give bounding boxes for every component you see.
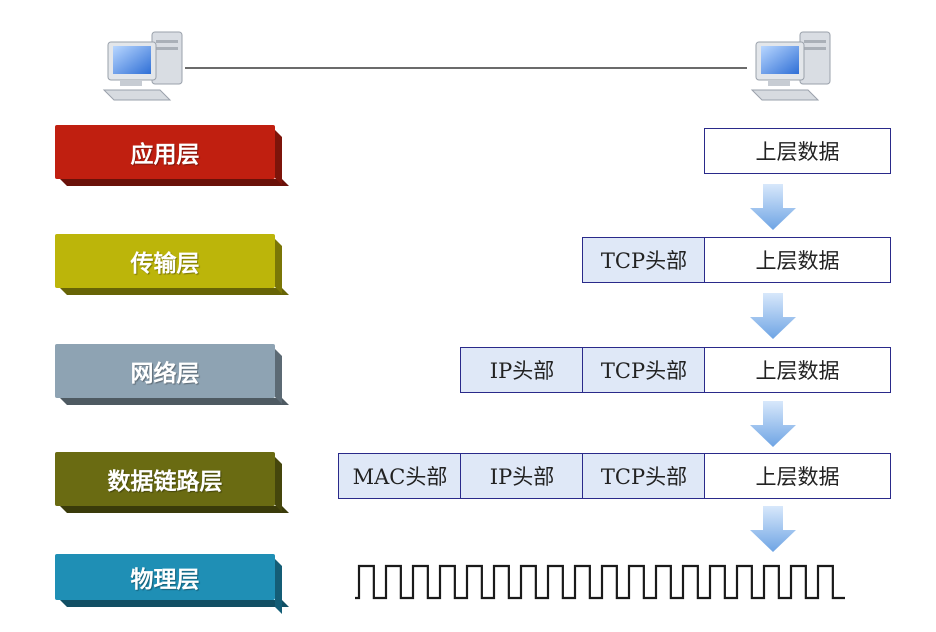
physical-signal-waveform <box>355 564 845 600</box>
ip-header-label: IP头部 <box>489 359 555 383</box>
down-arrow-icon <box>750 184 796 230</box>
ip-header-label: IP头部 <box>489 465 555 489</box>
ip-header-box: IP头部 <box>460 347 584 393</box>
layer-network-label: 网络层 <box>130 360 200 387</box>
layer-network: 网络层 <box>55 344 275 398</box>
layer-transport-label: 传输层 <box>130 250 200 277</box>
tcp-header-box: TCP头部 <box>582 453 706 499</box>
upper-data-box: 上层数据 <box>704 453 891 499</box>
ip-header-box: IP头部 <box>460 453 584 499</box>
layer-data-link: 数据链路层 <box>55 452 275 506</box>
upper-data-label: 上层数据 <box>755 465 840 489</box>
tcp-header-box: TCP头部 <box>582 347 706 393</box>
layer-application: 应用层 <box>55 125 275 179</box>
upper-data-label: 上层数据 <box>755 359 840 383</box>
upper-data-box: 上层数据 <box>704 128 891 174</box>
tcp-header-box: TCP头部 <box>582 237 706 283</box>
computer-left-icon <box>102 31 183 101</box>
upper-data-box: 上层数据 <box>704 237 891 283</box>
layer-transport: 传输层 <box>55 234 275 288</box>
down-arrow-icon <box>750 293 796 339</box>
layer-application-label: 应用层 <box>130 141 200 168</box>
layer-data-link-label: 数据链路层 <box>107 468 223 495</box>
tcp-header-label: TCP头部 <box>600 249 688 273</box>
tcp-header-label: TCP头部 <box>600 465 688 489</box>
down-arrow-icon <box>750 401 796 447</box>
network-link-line <box>185 67 747 69</box>
mac-header-box: MAC头部 <box>338 453 462 499</box>
down-arrow-icon <box>750 506 796 552</box>
computer-right-icon <box>750 31 831 101</box>
mac-header-label: MAC头部 <box>352 465 448 489</box>
tcp-header-label: TCP头部 <box>600 359 688 383</box>
layer-physical: 物理层 <box>55 554 275 600</box>
upper-data-label: 上层数据 <box>755 249 840 273</box>
layer-physical-label: 物理层 <box>130 566 200 593</box>
upper-data-box: 上层数据 <box>704 347 891 393</box>
upper-data-label: 上层数据 <box>755 140 840 164</box>
